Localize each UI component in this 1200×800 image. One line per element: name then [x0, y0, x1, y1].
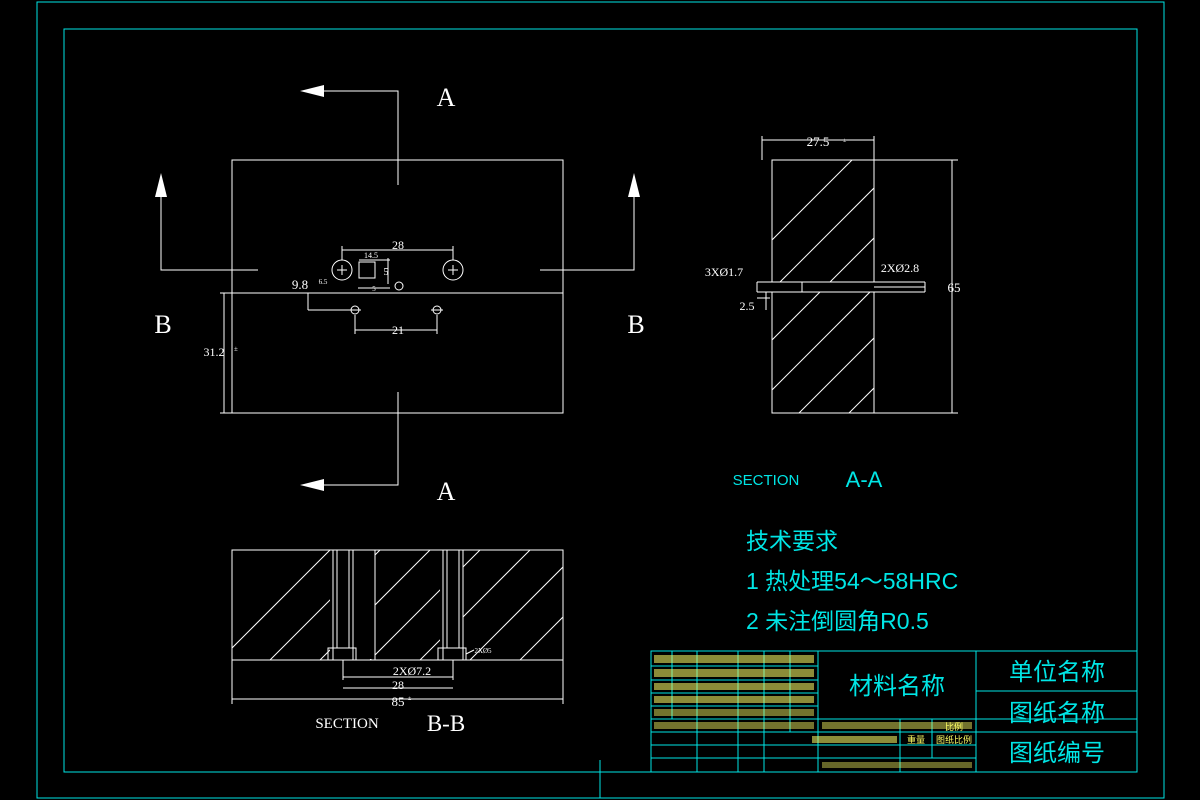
- dim-5-horizontal: 5: [372, 285, 376, 293]
- arrow-a-top: [300, 85, 324, 97]
- drawing-number: 图纸编号: [1009, 740, 1105, 767]
- arrow-b-right: [628, 173, 640, 197]
- section-line-a-bottom: [322, 392, 399, 486]
- section-a-a: 27.5 ± 3XØ1.7 2XØ2.8 2.5 65 SECTION A-A: [705, 134, 961, 492]
- dim-31-2-tolerance: ±: [234, 345, 238, 353]
- scale-label: 比例: [945, 721, 963, 732]
- section-letter-a-bottom: A: [437, 477, 456, 506]
- dim-2x-dia-7-2: 2XØ7.2: [393, 664, 431, 678]
- weight-label: 重量: [907, 734, 925, 745]
- dim-3x-dia-1-7: 3XØ1.7: [705, 265, 743, 279]
- dim-27-5-tolerance: ±: [843, 138, 847, 144]
- square-pocket: [358, 261, 376, 279]
- technical-requirements: 技术要求 1 热处理54～58HRC 2 未注倒圆角R0.5: [746, 528, 958, 634]
- arrow-b-left: [155, 173, 167, 197]
- dim-65: 65: [948, 280, 961, 295]
- material-name: 材料名称: [849, 673, 945, 700]
- section-line-b-left: [160, 195, 258, 271]
- section-a-a-label: SECTION: [733, 472, 800, 489]
- dim-2-5: 2.5: [740, 299, 755, 313]
- dim-9-8: 9.8: [292, 277, 308, 292]
- section-b-b-letters: B-B: [427, 711, 465, 736]
- section-letter-b-left: B: [154, 310, 171, 339]
- tech-req-line-1: 1 热处理54～58HRC: [746, 568, 958, 594]
- dim-27-5: 27.5: [807, 134, 830, 149]
- unit-name: 单位名称: [1009, 659, 1105, 686]
- dim-6-5: 6.5: [319, 278, 328, 286]
- arrow-a-bottom: [300, 479, 324, 491]
- pin-hole-small: [394, 281, 404, 291]
- dim-21: 21: [392, 323, 404, 337]
- title-block: 材料名称 单位名称 图纸名称 图纸编号 重量 比例 图纸比例: [599, 650, 1138, 798]
- dim-2x-dia-2-8: 2XØ2.8: [881, 261, 919, 275]
- section-letter-b-right: B: [627, 310, 644, 339]
- dim-28-section: 28: [392, 678, 404, 692]
- plan-outline: [231, 159, 564, 414]
- hatch-a-a: [772, 160, 874, 413]
- tech-req-line-2: 2 未注倒圆角R0.5: [746, 608, 929, 634]
- section-line-b-right: [540, 195, 635, 271]
- title-block-frame: [650, 650, 1138, 773]
- plan-view: A A B B 28 14.5 9.8 6.5 5 5 21 31.2 ±: [154, 83, 644, 506]
- section-b-b: 2XØ7.2 28 85 ± 2XØ5 SECTION B-B: [231, 549, 564, 736]
- through-hole-cut: [757, 282, 925, 292]
- dim-5-vertical: 5: [384, 267, 389, 278]
- dim-28-plan: 28: [392, 238, 404, 252]
- section-letter-a-top: A: [437, 83, 456, 112]
- drawing-name: 图纸名称: [1009, 700, 1105, 727]
- scale-value: 图纸比例: [936, 734, 972, 745]
- outer-border: [36, 1, 1165, 799]
- section-a-a-letters: A-A: [846, 467, 883, 492]
- dim-2x-dia-5: 2XØ5: [474, 647, 492, 655]
- dim-85: 85: [392, 694, 405, 709]
- dim-31-2: 31.2: [204, 345, 225, 359]
- section-line-a-top: [322, 90, 399, 185]
- section-b-b-label: SECTION: [315, 716, 379, 732]
- dim-14-5: 14.5: [364, 251, 378, 260]
- tech-req-title: 技术要求: [746, 528, 838, 554]
- dim-85-tolerance: ±: [408, 696, 412, 702]
- section-b-b-outline: [231, 549, 564, 661]
